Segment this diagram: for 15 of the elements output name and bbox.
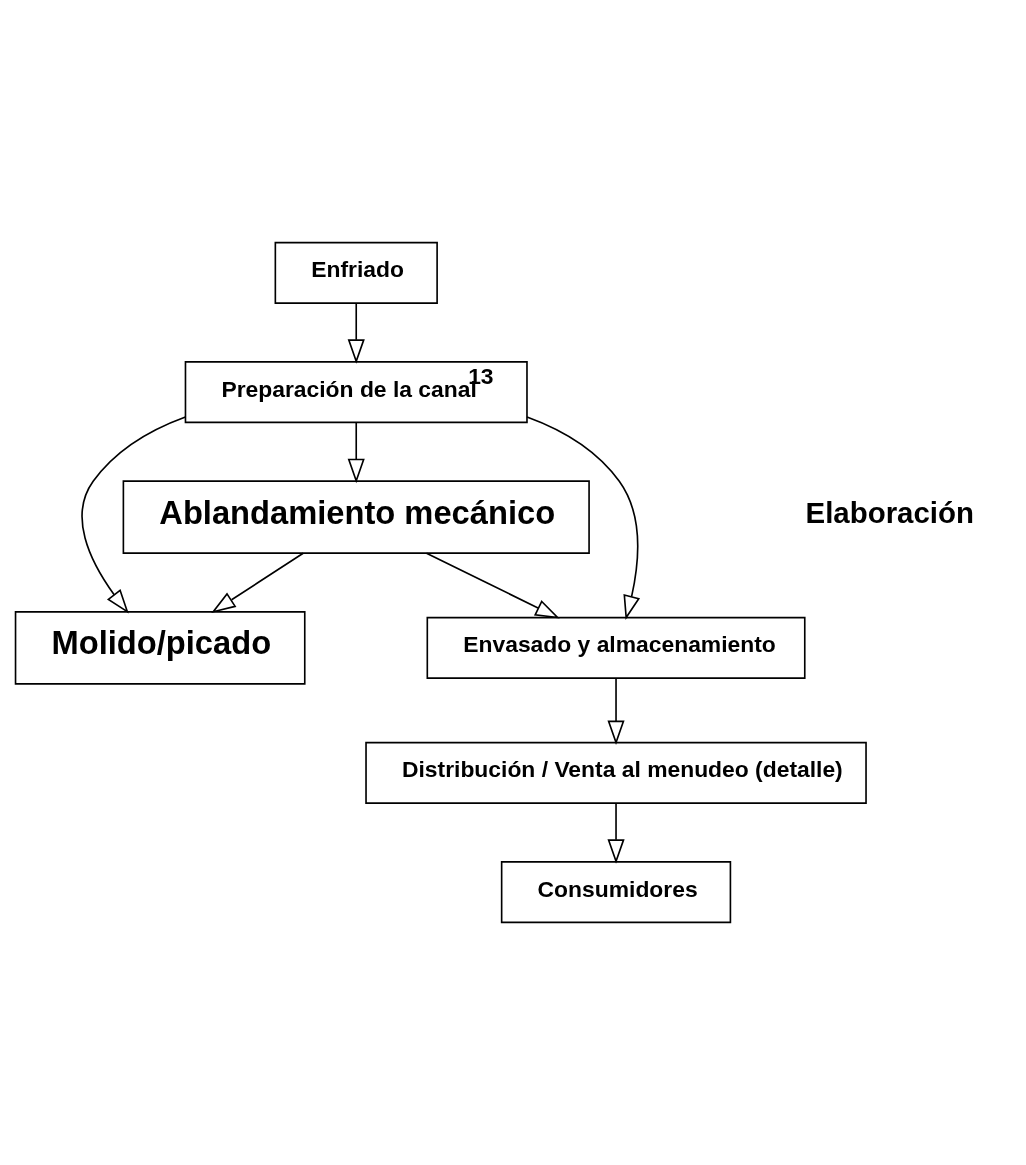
node-box: Envasado y almacenamiento bbox=[426, 616, 806, 679]
arrow bbox=[347, 302, 365, 364]
arrow bbox=[80, 416, 186, 614]
node-box: Enfriado bbox=[274, 241, 438, 304]
arrow bbox=[606, 677, 625, 746]
node-box: Consumidores bbox=[500, 861, 731, 924]
node-box: Molido/picado bbox=[14, 611, 306, 685]
arrow bbox=[425, 552, 560, 619]
arrow bbox=[210, 552, 304, 614]
node-box: Ablandamiento mecánico bbox=[122, 480, 590, 554]
node-box: Distribución / Venta al menudeo (detalle) bbox=[364, 741, 867, 804]
label: Elaboración bbox=[805, 495, 974, 529]
arrow bbox=[347, 421, 365, 484]
arrow bbox=[525, 416, 640, 620]
arrow bbox=[606, 802, 625, 864]
